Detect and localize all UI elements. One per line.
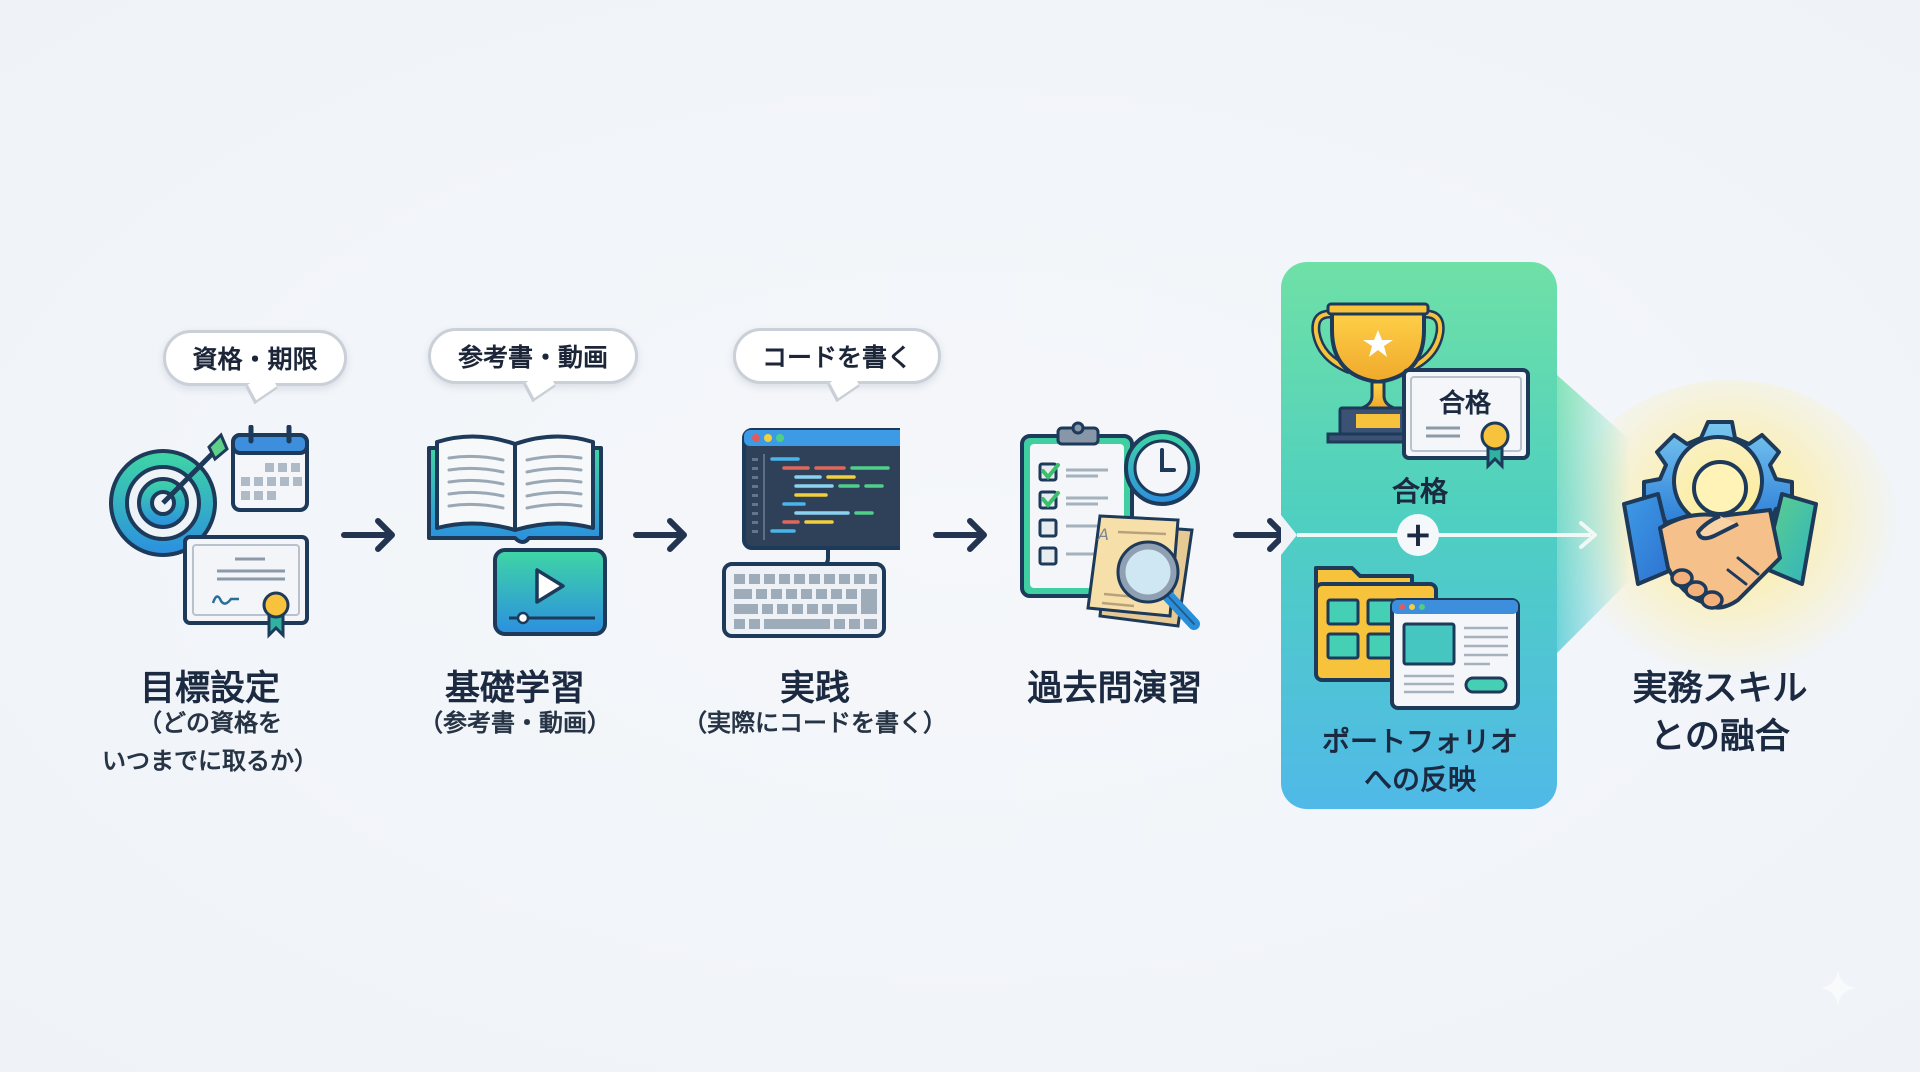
bubble-goal-setting: 資格・期限 — [163, 330, 347, 386]
book-video-icon — [425, 430, 615, 640]
checklist-clock-magnifier-icon: A — [1018, 420, 1218, 640]
panel-label-portfolio-line2: への反映 — [1363, 763, 1476, 796]
panel-label-pass: 合格 — [1391, 475, 1448, 508]
arrow-right-icon — [632, 515, 692, 559]
bubble-basic-study: 参考書・動画 — [428, 328, 638, 384]
bubble-text: コードを書く — [761, 343, 912, 372]
bubble-practice: コードを書く — [733, 328, 941, 384]
step-subtitle-practice: （実際にコードを書く） — [683, 709, 947, 737]
plus-circle: + — [1397, 514, 1439, 556]
target-calendar-certificate-icon — [105, 425, 315, 640]
plus-icon: + — [1403, 515, 1433, 555]
final-title-line1: 実務スキル — [1632, 669, 1808, 709]
arrow-right-icon — [932, 515, 992, 559]
step-title-practice: 実践 — [779, 669, 850, 709]
panel-divider-arrow — [1281, 515, 1601, 559]
step-subtitle-goal-setting-line2: いつまでに取るか） — [102, 747, 318, 775]
arrow-right-icon — [340, 515, 400, 559]
step-title-basic-study: 基礎学習 — [444, 669, 585, 709]
certificate-text: 合格 — [1438, 389, 1491, 419]
code-editor-keyboard-icon — [720, 428, 900, 640]
final-title-line2: との融合 — [1650, 717, 1790, 757]
bubble-text: 資格・期限 — [192, 345, 318, 374]
step-title-goal-setting: 目標設定 — [139, 669, 280, 709]
step-subtitle-goal-setting-line1: （どの資格を — [138, 709, 282, 737]
step-title-past-exams: 過去問演習 — [1027, 669, 1203, 709]
sparkle-icon — [1818, 968, 1858, 1012]
bubble-text: 参考書・動画 — [457, 343, 608, 372]
panel-wedge — [1540, 360, 1630, 674]
panel-label-portfolio-line1: ポートフォリオ — [1321, 725, 1518, 758]
svg-text:A: A — [1097, 525, 1109, 544]
gear-handshake-icon — [1620, 418, 1820, 628]
folder-browser-icon — [1312, 562, 1522, 712]
trophy-certificate-icon — [1310, 300, 1530, 470]
step-subtitle-basic-study: （参考書・動画） — [419, 709, 611, 737]
